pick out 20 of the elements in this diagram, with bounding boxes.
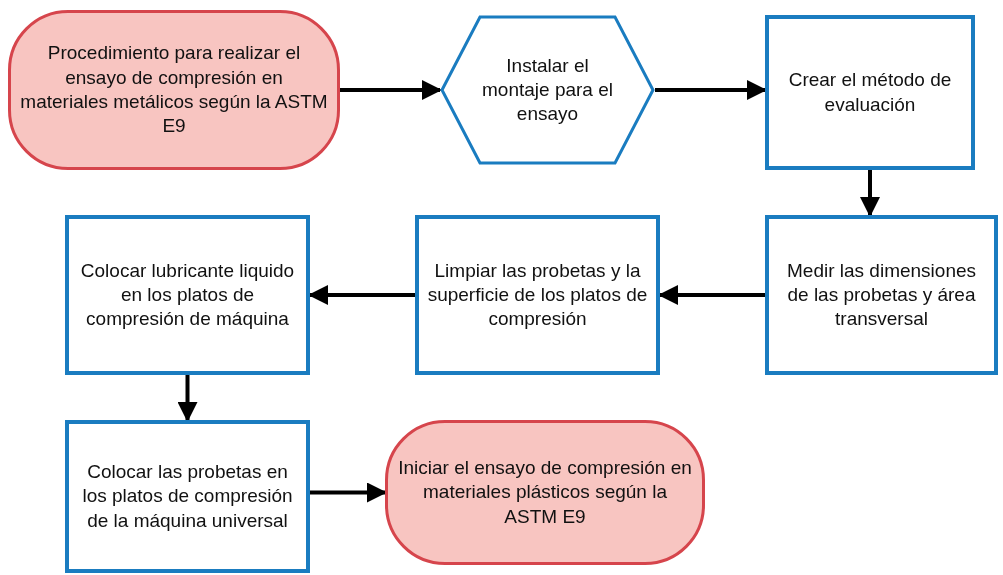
hexagon-shape — [440, 15, 655, 165]
arrow — [177, 375, 198, 422]
process-box — [415, 215, 660, 375]
node-text: Crear el método de evaluación — [787, 68, 953, 117]
process-box — [65, 215, 310, 375]
node-text: Limpiar las probetas y la superficie de los platos de compresión — [426, 258, 649, 332]
node-text: Colocar lubricante liquido en los platos de compresión de máquina — [79, 258, 296, 332]
terminal-shape — [8, 10, 340, 170]
arrow — [340, 80, 442, 100]
arrow — [310, 482, 387, 503]
node-text: Procedimiento para realizar el ensayo de compresión en materiales metálicos según la ASTM E9 — [19, 41, 329, 139]
node-text: Medir las dimensiones de las probetas y área transversal — [786, 258, 977, 332]
arrow — [860, 170, 880, 217]
node-text: Colocar las probetas en los platos de compresión de la máquina universal — [81, 460, 294, 533]
process-box — [765, 15, 975, 170]
node-text: Instalar el montaje para el ensayo — [481, 53, 614, 127]
arrow — [655, 80, 767, 100]
process-box — [65, 420, 310, 573]
process-box — [765, 215, 998, 375]
node-text: Iniciar el ensayo de compresión en materiales plásticos según la ASTM E9 — [397, 456, 693, 529]
